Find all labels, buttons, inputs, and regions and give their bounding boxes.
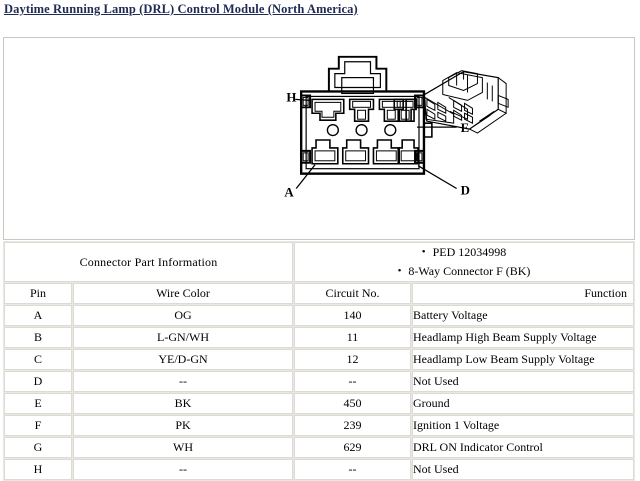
cell-wire-color: PK [73, 415, 293, 436]
cell-function: Headlamp Low Beam Supply Voltage [412, 349, 634, 370]
cell-wire-color: BK [73, 393, 293, 414]
cell-circuit-no: 140 [294, 305, 411, 326]
terminal-e [393, 98, 417, 122]
part-bullet-ped: PED 12034998 [295, 243, 633, 262]
table-row: G WH 629 DRL ON Indicator Control [4, 437, 634, 458]
diagram-panel: H E A D [3, 37, 635, 240]
connector-latch [327, 55, 388, 95]
connector-part-information-bullets: PED 12034998 8-Way Connector F (BK) [294, 242, 634, 282]
table-header-row: Pin Wire Color Circuit No. Function [4, 283, 634, 304]
cell-pin: G [4, 437, 72, 458]
connector-part-information-heading: Connector Part Information [4, 242, 293, 282]
callout-h-label: H [286, 90, 296, 104]
cell-circuit-no: -- [294, 371, 411, 392]
table-row: B L-GN/WH 11 Headlamp High Beam Supply V… [4, 327, 634, 348]
cell-wire-color: -- [73, 459, 293, 480]
cell-pin: D [4, 371, 72, 392]
alignment-holes [326, 123, 397, 137]
table-row: F PK 239 Ignition 1 Voltage [4, 415, 634, 436]
cell-circuit-no: 12 [294, 349, 411, 370]
column-header-circuit-no: Circuit No. [294, 283, 411, 304]
table-row: E BK 450 Ground [4, 393, 634, 414]
page-title: Daytime Running Lamp (DRL) Control Modul… [4, 2, 358, 16]
connector-front-face [299, 55, 433, 175]
callout-a-label: A [284, 185, 294, 199]
callout-e-label: E [461, 121, 470, 135]
cell-circuit-no: 629 [294, 437, 411, 458]
table-row: D -- -- Not Used [4, 371, 634, 392]
cell-wire-color: L-GN/WH [73, 327, 293, 348]
connector-body-outline [299, 90, 426, 175]
cell-pin: E [4, 393, 72, 414]
cell-function: Ignition 1 Voltage [412, 415, 634, 436]
part-bullet-connector: 8-Way Connector F (BK) [295, 262, 633, 281]
table-row: C YE/D-GN 12 Headlamp Low Beam Supply Vo… [4, 349, 634, 370]
cell-pin: C [4, 349, 72, 370]
cell-wire-color: WH [73, 437, 293, 458]
connector-isometric-view [422, 70, 509, 134]
column-header-pin: Pin [4, 283, 72, 304]
callout-d-label: D [461, 183, 470, 197]
cell-circuit-no: 11 [294, 327, 411, 348]
cell-function: Not Used [412, 459, 634, 480]
cell-pin: H [4, 459, 72, 480]
cell-function: Not Used [412, 371, 634, 392]
cell-circuit-no: -- [294, 459, 411, 480]
cell-pin: B [4, 327, 72, 348]
cell-pin: F [4, 415, 72, 436]
cell-pin: A [4, 305, 72, 326]
cell-function: Battery Voltage [412, 305, 634, 326]
cell-wire-color: YE/D-GN [73, 349, 293, 370]
callout-leader-lines [295, 98, 457, 190]
cell-wire-color: -- [73, 371, 293, 392]
table-row: A OG 140 Battery Voltage [4, 305, 634, 326]
cell-function: Ground [412, 393, 634, 414]
connector-part-information-row: Connector Part Information PED 12034998 … [4, 242, 634, 282]
cell-wire-color: OG [73, 305, 293, 326]
column-header-wire-color: Wire Color [73, 283, 293, 304]
connector-spec-table: Connector Part Information PED 12034998 … [3, 241, 635, 481]
connector-end-view-diagram: H E A D [284, 55, 509, 199]
cell-function: Headlamp High Beam Supply Voltage [412, 327, 634, 348]
cell-function: DRL ON Indicator Control [412, 437, 634, 458]
terminal-row-bottom [311, 139, 419, 165]
column-header-function: Function [412, 283, 634, 304]
cell-circuit-no: 239 [294, 415, 411, 436]
cell-circuit-no: 450 [294, 393, 411, 414]
table-row: H -- -- Not Used [4, 459, 634, 480]
terminal-row-top [311, 98, 417, 122]
